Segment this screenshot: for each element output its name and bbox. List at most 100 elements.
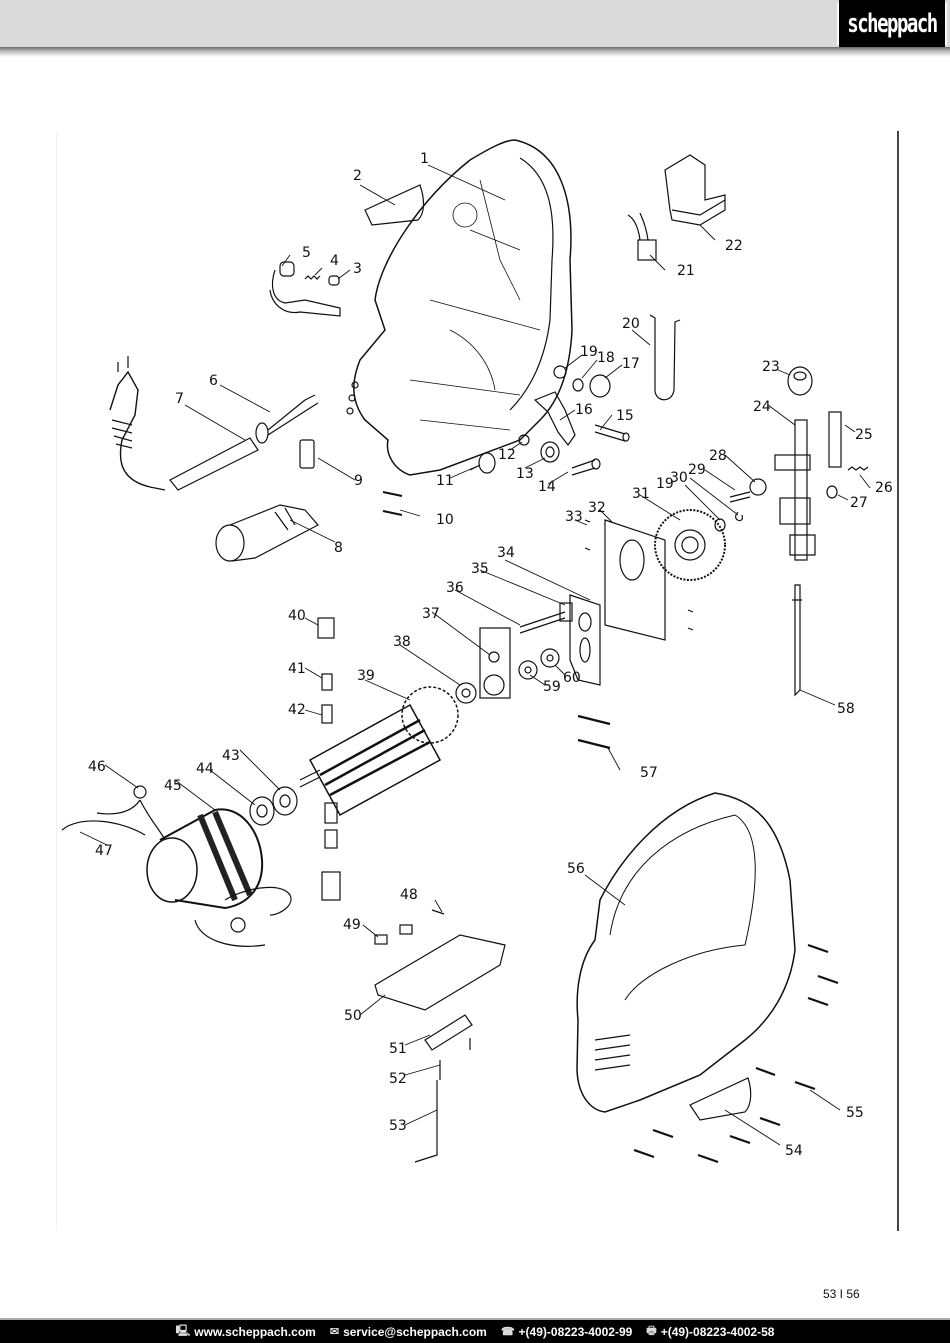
callout-34: 34 xyxy=(497,545,515,561)
callout-44: 44 xyxy=(196,761,214,777)
callout-53: 53 xyxy=(389,1118,407,1134)
footer-email[interactable]: ✉ service@scheppach.com xyxy=(330,1325,487,1339)
email-text[interactable]: service@scheppach.com xyxy=(343,1324,487,1339)
callout-57: 57 xyxy=(640,765,658,781)
callout-24: 24 xyxy=(753,399,771,415)
callout-46: 46 xyxy=(88,759,106,775)
callout-47: 47 xyxy=(95,843,113,859)
callout-12: 12 xyxy=(498,447,516,463)
callout-10: 10 xyxy=(436,512,454,528)
page-footer: 🖳 www.scheppach.com ✉ service@scheppach.… xyxy=(0,1320,950,1343)
part-housing-left xyxy=(346,139,573,476)
fax-icon: 🖶 xyxy=(646,1325,657,1337)
callout-7: 7 xyxy=(175,391,184,407)
callout-52: 52 xyxy=(389,1071,407,1087)
part-label-plate xyxy=(364,184,425,226)
callout-38: 38 xyxy=(393,634,411,650)
page-header: scheppach xyxy=(0,0,950,50)
callout-60: 60 xyxy=(563,670,581,686)
part-screws-10 xyxy=(382,491,403,516)
callout-49: 49 xyxy=(343,917,361,933)
footer-separator xyxy=(0,1318,950,1320)
part-bearings xyxy=(249,786,298,826)
callout-59: 59 xyxy=(543,679,561,695)
phone-text: +(49)-08223-4002-99 xyxy=(518,1324,633,1339)
callout-15: 15 xyxy=(616,408,634,424)
part-small-hardware xyxy=(469,434,601,476)
part-plunger-assembly xyxy=(774,366,869,561)
computer-icon: 🖳 xyxy=(175,1325,191,1337)
part-cable-clamp xyxy=(299,439,315,469)
callout-39: 39 xyxy=(357,668,375,684)
callout-48: 48 xyxy=(400,887,418,903)
callouts: 1 2 3 4 5 6 7 8 9 10 11 12 13 14 15 16 1… xyxy=(88,151,893,1159)
part-spring-small xyxy=(304,275,321,280)
callout-17: 17 xyxy=(622,356,640,372)
callout-16: 16 xyxy=(575,402,593,418)
callout-25: 25 xyxy=(855,427,873,443)
callout-41: 41 xyxy=(288,661,306,677)
callout-19b: 19 xyxy=(656,476,674,492)
callout-28: 28 xyxy=(709,448,727,464)
part-stator xyxy=(146,808,264,910)
callout-6: 6 xyxy=(209,373,218,389)
callout-43: 43 xyxy=(222,748,240,764)
callout-31: 31 xyxy=(632,486,650,502)
callout-26: 26 xyxy=(875,480,893,496)
part-knob-cap xyxy=(328,275,340,286)
part-screws xyxy=(577,714,839,1164)
callout-4: 4 xyxy=(330,253,339,269)
callout-19: 19 xyxy=(580,344,598,360)
part-lever-assembly xyxy=(533,365,630,447)
callout-58: 58 xyxy=(837,701,855,717)
part-gear-assembly xyxy=(654,478,767,581)
callout-18: 18 xyxy=(597,350,615,366)
phone-icon: ☎ xyxy=(500,1326,515,1338)
part-guide-plates xyxy=(569,519,694,686)
frame-line-right xyxy=(897,131,899,1231)
website-text[interactable]: www.scheppach.com xyxy=(194,1324,316,1339)
part-power-cable xyxy=(109,356,166,491)
callout-56: 56 xyxy=(567,861,585,877)
part-switch xyxy=(664,154,726,226)
part-bevel-lever xyxy=(269,261,341,317)
frame-line-left xyxy=(56,131,57,1231)
callout-9: 9 xyxy=(354,473,363,489)
part-carbon-holder xyxy=(627,212,657,261)
callout-11: 11 xyxy=(436,473,454,489)
callout-35: 35 xyxy=(471,561,489,577)
fax-text: +(49)-08223-4002-58 xyxy=(660,1324,775,1339)
callout-22: 22 xyxy=(725,238,743,254)
part-bearing-block xyxy=(455,602,573,704)
callout-33: 33 xyxy=(565,509,583,525)
footer-fax: 🖶 +(49)-08223-4002-58 xyxy=(646,1322,774,1341)
callout-1: 1 xyxy=(420,151,429,167)
callout-5: 5 xyxy=(302,245,311,261)
part-wiring xyxy=(61,785,292,947)
footer-phone: ☎ +(49)-08223-4002-99 xyxy=(501,1325,632,1339)
callout-37: 37 xyxy=(422,606,440,622)
part-cable-sleeve xyxy=(169,394,319,491)
callout-32: 32 xyxy=(588,500,606,516)
part-saw-blade xyxy=(792,584,802,697)
callout-50: 50 xyxy=(344,1008,362,1024)
callout-23: 23 xyxy=(762,359,780,375)
callout-54: 54 xyxy=(785,1143,803,1159)
callout-30: 30 xyxy=(670,470,688,486)
callout-8: 8 xyxy=(334,540,343,556)
callout-27: 27 xyxy=(850,495,868,511)
part-housing-right xyxy=(576,792,796,1121)
scheppach-logo: scheppach xyxy=(837,0,947,50)
callout-42: 42 xyxy=(288,702,306,718)
callout-2: 2 xyxy=(353,168,362,184)
callout-29: 29 xyxy=(688,462,706,478)
header-shadow xyxy=(0,47,950,57)
callout-36: 36 xyxy=(446,580,464,596)
footer-website[interactable]: 🖳 www.scheppach.com xyxy=(176,1322,316,1341)
mail-icon: ✉ xyxy=(329,1326,340,1338)
callout-55: 55 xyxy=(846,1105,864,1121)
callout-21: 21 xyxy=(677,263,695,279)
part-wire-bracket xyxy=(649,314,681,401)
leader-lines xyxy=(79,164,871,1146)
